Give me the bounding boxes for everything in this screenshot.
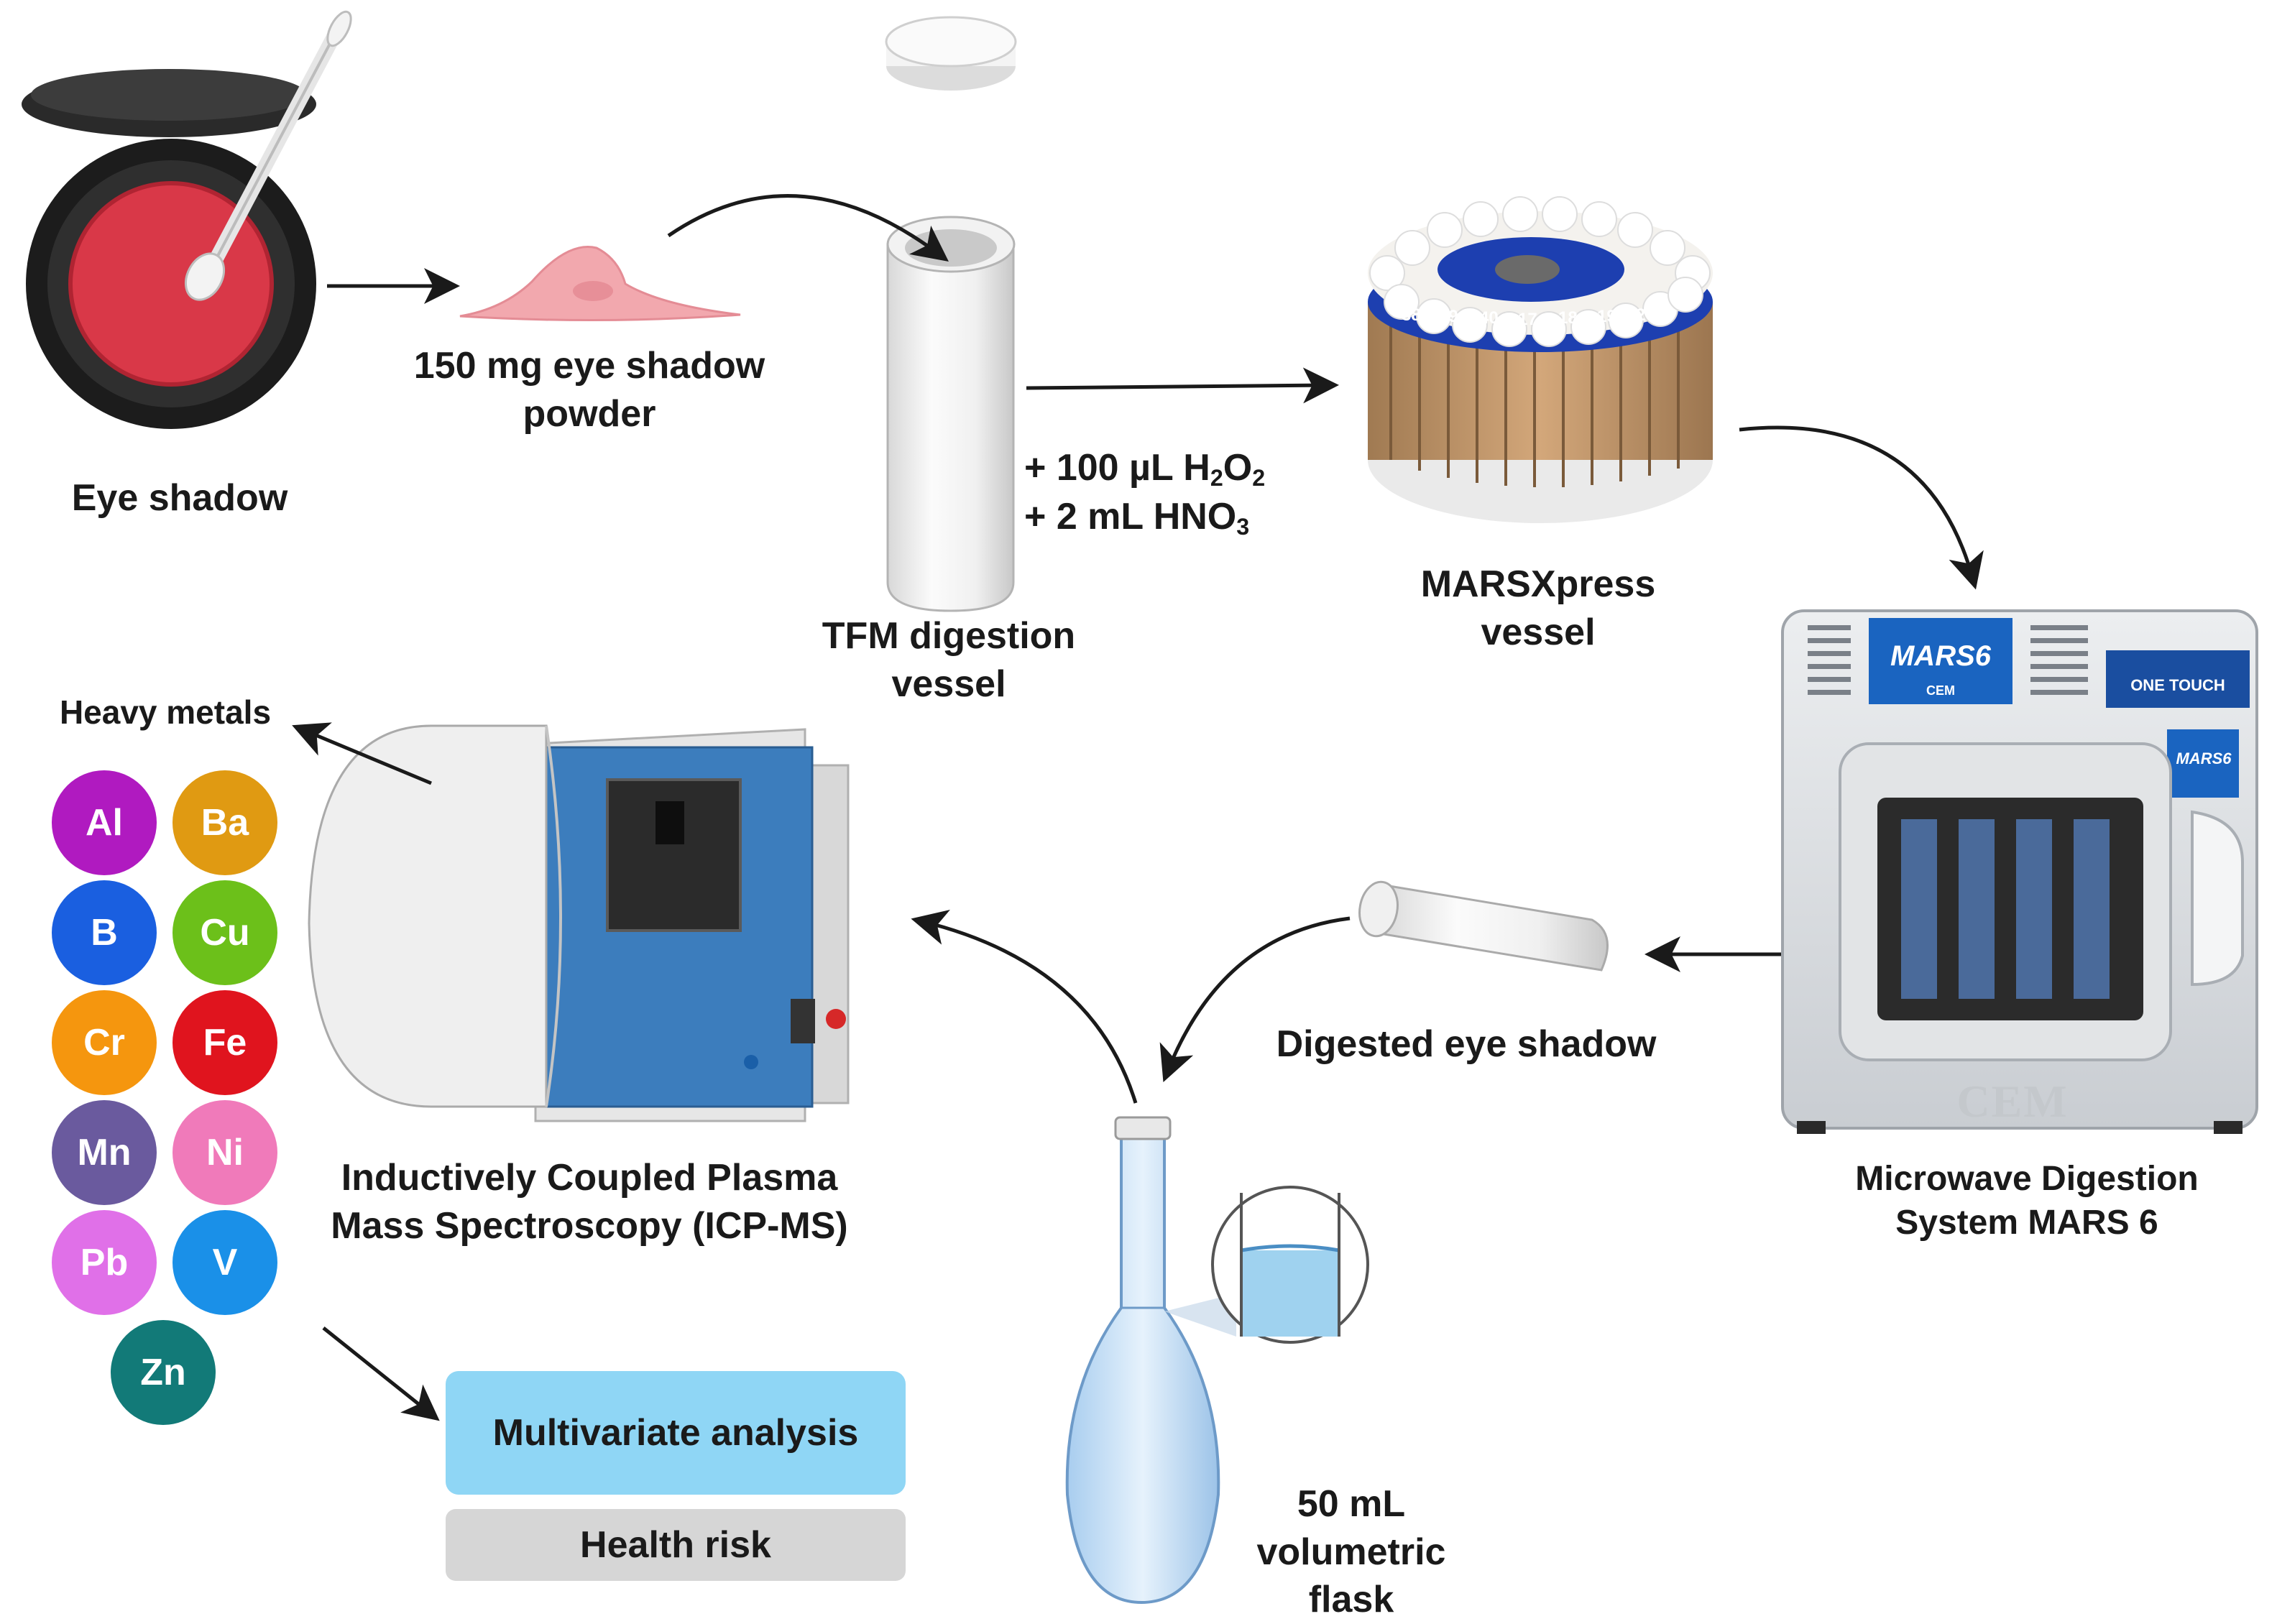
label-flask-line2: volumetric (1256, 1531, 1446, 1573)
label-microwave-line2: System MARS 6 (1895, 1204, 2158, 1242)
label-reagent-h2o2: + 100 µL H2O2 (1024, 447, 1266, 492)
digested-tube-icon (1358, 880, 1609, 972)
arrow-tfm-to-marsxpress (1026, 367, 1339, 404)
arrow-marsxpress-to-microwave (1739, 425, 1984, 590)
eye-shadow-compact-icon (22, 69, 316, 429)
device-one-touch: ONE TOUCH (2130, 676, 2225, 694)
arrow-icp-to-metals (292, 722, 432, 785)
label-digested: Digested eye shadow (1276, 1023, 1657, 1065)
device-panel-brand: MARS6 (2176, 749, 2232, 767)
label-powder-line2: powder (523, 392, 656, 435)
device-cem-logo: CEM (1956, 1076, 2069, 1127)
arrow-digested-to-flask (1159, 916, 1351, 1082)
carousel-number: 38 (1402, 305, 1421, 325)
label-microwave-line1: Microwave Digestion (1855, 1160, 2199, 1198)
label-flask: 50 mL volumetric flask (1229, 1480, 1473, 1624)
arrows (292, 194, 1984, 1421)
applicator-icon (184, 10, 352, 301)
label-tfm-vessel: TFM digestion vessel (776, 612, 1121, 708)
label-tfm-line2: vessel (891, 663, 1006, 705)
carousel-number: 19 (1597, 307, 1616, 326)
label-icp-line2: Mass Spectroscopy (ICP-MS) (331, 1204, 848, 1247)
label-eye-shadow: Eye shadow (71, 477, 288, 519)
label-icp-ms: Inductively Coupled Plasma Mass Spectros… (295, 1154, 884, 1250)
metal-fe: Fe (172, 990, 277, 1095)
label-tfm-line1: TFM digestion (822, 615, 1076, 657)
metal-al: Al (52, 770, 157, 875)
tfm-vessel-icon (885, 16, 1017, 612)
metal-v: V (172, 1210, 277, 1315)
label-heavy-metals: Heavy metals (59, 693, 272, 731)
carousel-number: 39 (1439, 307, 1458, 326)
multivariate-analysis-box: Multivariate analysis (446, 1371, 906, 1495)
label-marsxpress: MARSXpress vessel (1366, 560, 1711, 656)
label-marsxpress-line2: vessel (1481, 611, 1596, 653)
carousel-number: 18 (1558, 308, 1578, 328)
label-flask-line3: flask (1308, 1579, 1394, 1621)
metal-cu: Cu (172, 880, 277, 985)
device-small-cem: CEM (1926, 683, 1955, 698)
arrow-flask-to-icp (911, 910, 1138, 1104)
metal-b: B (52, 880, 157, 985)
metal-zn: Zn (111, 1320, 216, 1425)
volumetric-flask-icon (1065, 1116, 1369, 1605)
label-icp-line1: Inductively Coupled Plasma (341, 1157, 838, 1199)
carousel-number: 20 (1636, 305, 1655, 325)
label-flask-line1: 50 mL (1297, 1483, 1406, 1525)
health-risk-box: Health risk (446, 1509, 906, 1581)
arrow-metals-to-analysis (322, 1327, 440, 1421)
label-marsxpress-line1: MARSXpress (1420, 563, 1656, 605)
metal-ni: Ni (172, 1100, 277, 1205)
metal-mn: Mn (52, 1100, 157, 1205)
metal-pb: Pb (52, 1210, 157, 1315)
label-powder-line1: 150 mg eye shadow (413, 345, 765, 387)
arrow-powder-to-tfm (667, 194, 949, 262)
label-powder: 150 mg eye shadow powder (359, 342, 819, 438)
microwave-device-icon (1781, 609, 2258, 1134)
carousel-number: 40 (1479, 308, 1499, 328)
metal-ba: Ba (172, 770, 277, 875)
device-brand: MARS6 (1890, 640, 1992, 672)
marsxpress-carousel-icon: 38 39 40 17 18 19 20 (1368, 196, 1713, 523)
icp-ms-instrument-icon (308, 724, 850, 1122)
label-microwave: Microwave Digestion System MARS 6 (1790, 1157, 2264, 1245)
metal-cr: Cr (52, 990, 157, 1095)
carousel-number: 17 (1518, 310, 1537, 329)
label-reagent-hno3: + 2 mL HNO3 (1024, 496, 1250, 540)
label-reagents: + 100 µL H2O2 + 2 mL HNO3 (1024, 444, 1326, 543)
